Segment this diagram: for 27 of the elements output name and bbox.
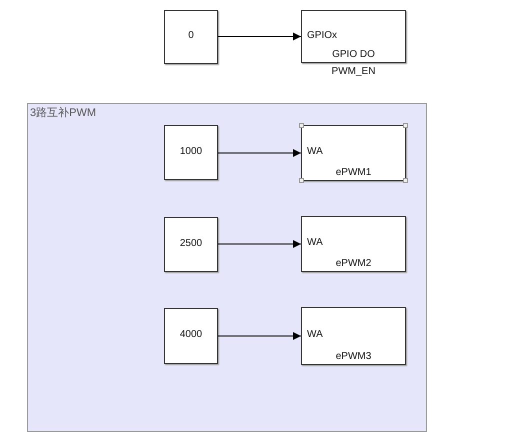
port-label: WA bbox=[307, 237, 323, 248]
constant-value: 4000 bbox=[178, 329, 204, 340]
constant-block bbox=[164, 217, 218, 272]
port-label: WA bbox=[307, 146, 323, 157]
function-block bbox=[301, 10, 406, 63]
constant-block bbox=[164, 308, 218, 364]
function-block bbox=[301, 216, 406, 272]
block-name: ePWM1 bbox=[334, 167, 372, 178]
signal-arrow bbox=[218, 149, 302, 157]
port-label: GPIOx bbox=[307, 30, 338, 40]
constant-block bbox=[164, 10, 218, 64]
function-block bbox=[301, 125, 406, 181]
block-caption: PWM_EN bbox=[330, 66, 376, 77]
subsystem-area bbox=[27, 103, 427, 432]
constant-block bbox=[164, 125, 218, 180]
function-block bbox=[301, 307, 406, 365]
block-name: ePWM2 bbox=[334, 258, 372, 269]
block-name: GPIO DO bbox=[331, 49, 376, 60]
signal-arrow bbox=[218, 32, 302, 40]
block-name: ePWM3 bbox=[334, 351, 372, 362]
port-label: WA bbox=[307, 329, 323, 340]
signal-arrow bbox=[218, 240, 302, 248]
constant-value: 2500 bbox=[178, 238, 204, 248]
area-title: 3路互补PWM bbox=[30, 106, 96, 120]
signal-arrow bbox=[218, 332, 302, 340]
constant-value: 1000 bbox=[178, 146, 204, 156]
constant-value: 0 bbox=[187, 30, 195, 41]
